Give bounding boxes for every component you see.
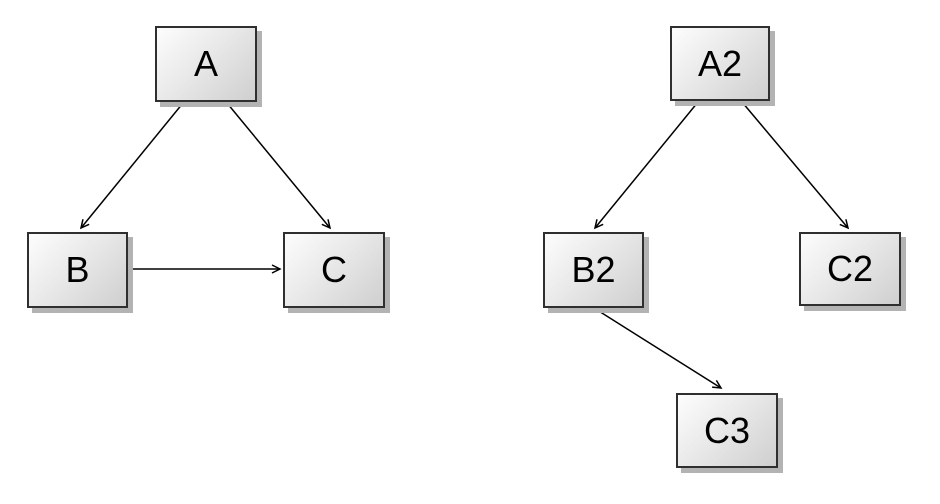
edge-a-to-b	[79, 102, 184, 230]
node-c3[interactable]: C3	[676, 393, 778, 468]
node-c[interactable]: C	[283, 232, 385, 308]
node-c2[interactable]: C2	[799, 232, 901, 306]
edge-b2-to-c3	[593, 307, 723, 389]
node-c-label: C	[321, 249, 347, 290]
node-b2-label: B2	[571, 249, 616, 290]
node-a2-label: A2	[697, 42, 743, 84]
edge-a2-to-b2	[593, 101, 699, 230]
node-a2[interactable]: A2	[670, 26, 770, 101]
edge-a2-to-c2	[741, 101, 850, 230]
node-b[interactable]: B	[27, 232, 128, 308]
node-c3-label: C3	[703, 409, 751, 451]
node-a-label: A	[193, 43, 218, 84]
edge-a-to-c	[226, 102, 332, 230]
node-c2-label: C2	[826, 248, 874, 289]
node-b-label: B	[65, 249, 90, 290]
node-a[interactable]: A	[155, 26, 257, 102]
node-b2[interactable]: B2	[543, 232, 644, 308]
